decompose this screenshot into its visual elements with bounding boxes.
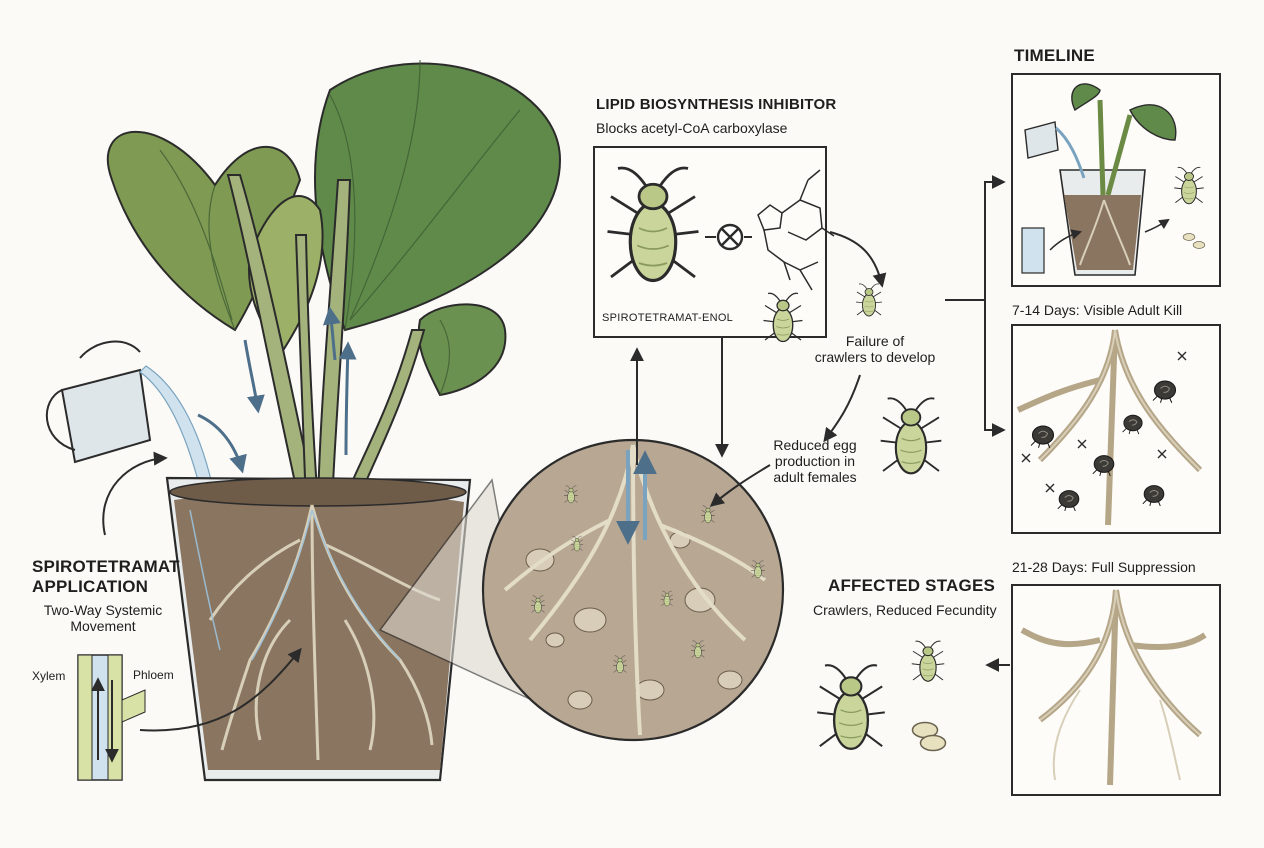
timeline-title: TIMELINE [1014,46,1095,65]
plant-illustration [45,59,562,782]
effect-eggs: Reduced egg production in adult females [773,437,857,486]
phloem-label: Phloem [133,668,174,682]
application-subtitle: Two-Way Systemic Movement [43,602,163,635]
affected-stages-subtitle: Crawlers, Reduced Fecundity [813,602,997,618]
timeline-stage-1: 7-14 Days: Visible Adult Kill [1012,302,1183,318]
chemistry-panel [593,146,883,343]
root-zoom-illustration [378,438,785,742]
effect-crawlers: Failure of crawlers to develop [814,333,936,366]
xylem-label: Xylem [32,669,66,683]
watering-can-icon [45,340,213,489]
affected-stages-art [815,640,947,752]
moa-title: LIPID BIOSYNTHESIS INHIBITOR [596,96,837,113]
application-title: SPIROTETRAMAT APPLICATION [32,557,180,596]
moa-subtitle: Blocks acetyl-CoA carboxylase [596,120,788,136]
timeline-stage-2: 21-28 Days: Full Suppression [1012,559,1196,575]
compound-label: SPIROTETRAMAT-ENOL [602,312,734,324]
vascular-diagram [77,654,146,781]
affected-stages-title: AFFECTED STAGES [828,576,996,595]
timeline-art [945,73,1221,796]
